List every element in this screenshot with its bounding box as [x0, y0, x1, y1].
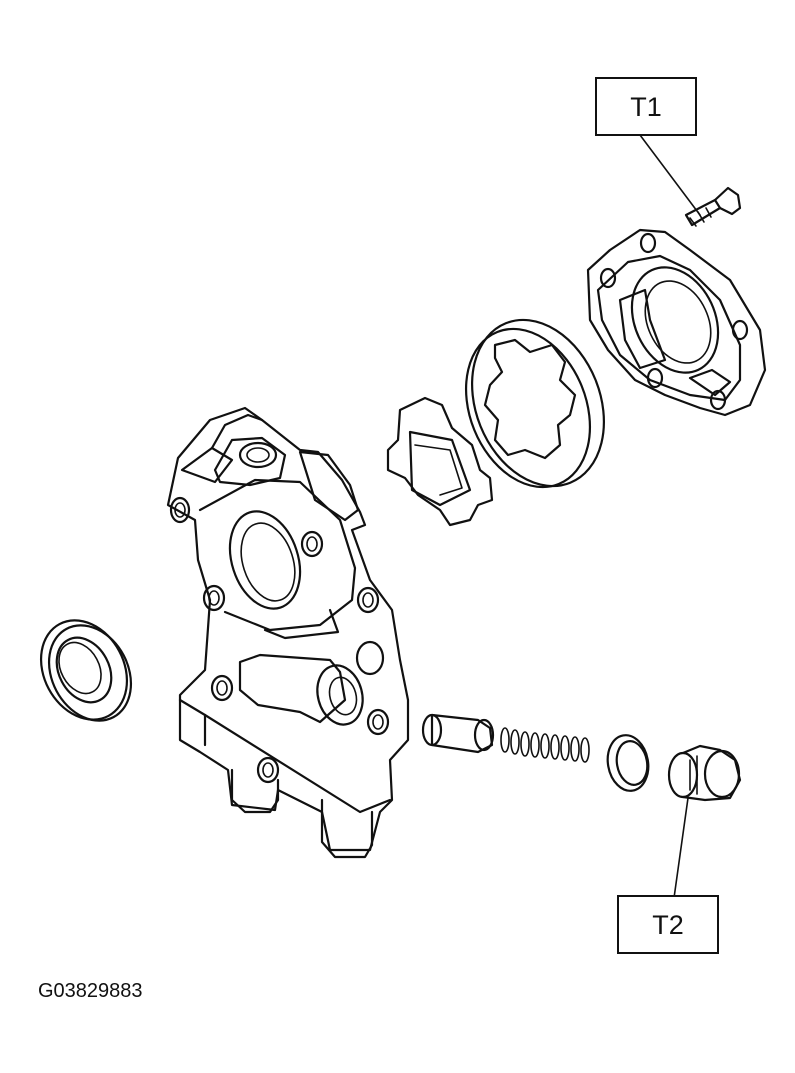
callout-t1-leader	[639, 134, 701, 216]
pump-cover	[586, 228, 767, 417]
relief-valve-plug	[667, 744, 742, 802]
callout-t2-box	[617, 895, 719, 954]
callout-t1-label: T1	[630, 92, 662, 122]
oil-seal	[39, 619, 133, 722]
callout-t1-box	[595, 77, 697, 136]
relief-valve-spring	[500, 727, 590, 763]
relief-valve-plunger	[421, 713, 495, 754]
callout-t2-leader	[673, 797, 689, 899]
inner-rotor	[386, 396, 494, 527]
cover-screw	[684, 186, 742, 227]
pump-body	[166, 406, 410, 859]
callout-t2: T2	[617, 797, 719, 954]
callout-t1: T1	[595, 77, 701, 216]
relief-valve-washer	[606, 734, 650, 792]
callout-t2-label: T2	[652, 910, 684, 940]
figure-id: G03829883	[38, 980, 143, 1002]
outer-rotor	[464, 318, 605, 489]
